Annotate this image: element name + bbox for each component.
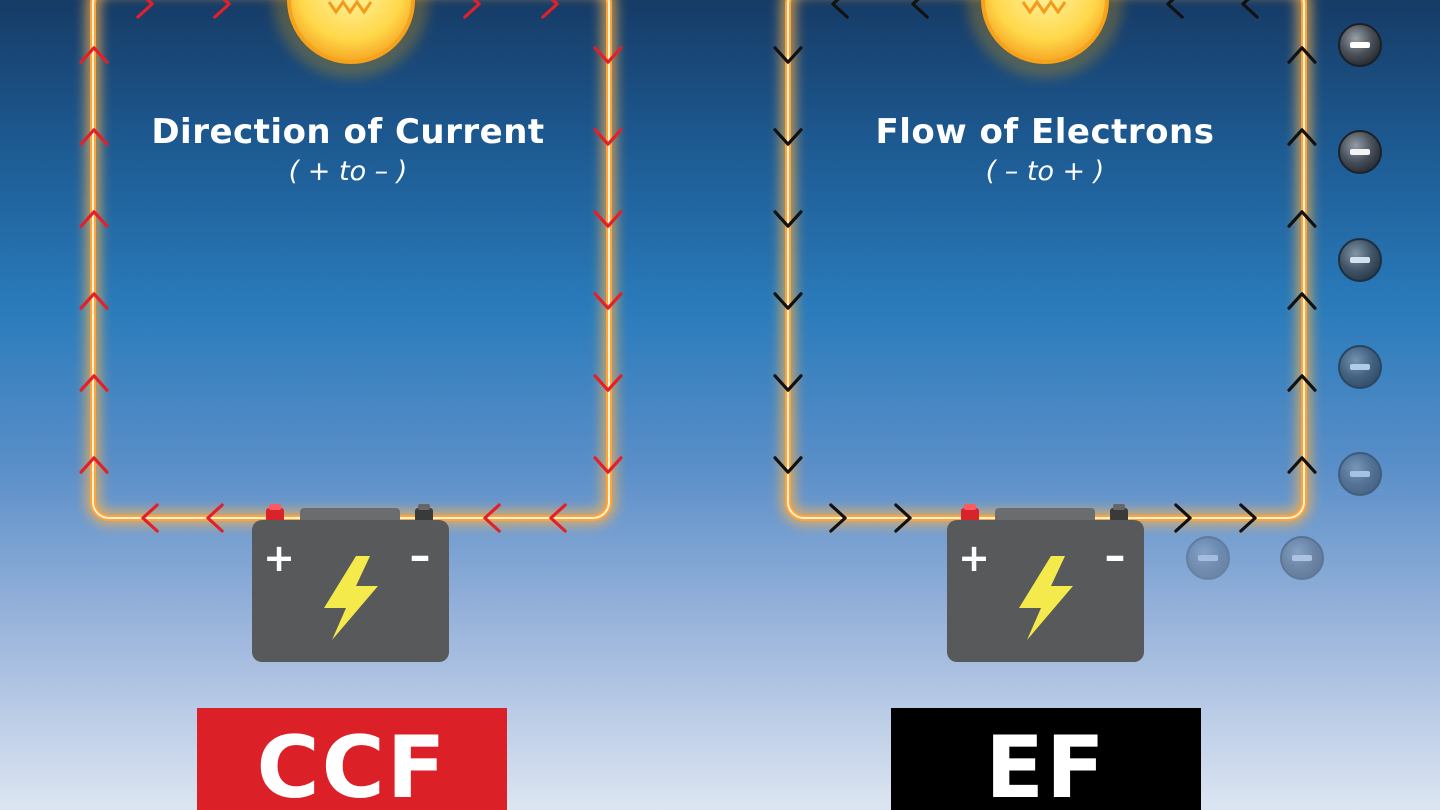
- bulb-filament-icon: [327, 0, 373, 15]
- electron-icon: [1338, 238, 1382, 282]
- flow-arrow-icon: [1287, 374, 1317, 392]
- flow-arrow-icon: [1287, 128, 1317, 146]
- flow-arrow-icon: [593, 46, 623, 64]
- negative-terminal-cap: [418, 504, 430, 510]
- flow-arrow-icon: [79, 456, 109, 474]
- electron-icon: [1338, 130, 1382, 174]
- electron-minus-symbol: [1350, 471, 1370, 477]
- electron-icon: [1338, 452, 1382, 496]
- flow-arrow-icon: [593, 128, 623, 146]
- flow-arrow-icon: [593, 456, 623, 474]
- positive-terminal-cap: [269, 504, 281, 510]
- electron-minus-symbol: [1198, 555, 1218, 561]
- flow-arrow-icon: [831, 0, 849, 19]
- flow-arrow-icon: [1239, 503, 1257, 533]
- ccf-circuit: +–: [79, 0, 623, 662]
- flow-arrow-icon: [1287, 210, 1317, 228]
- flow-arrow-icon: [593, 292, 623, 310]
- flow-arrow-icon: [213, 0, 231, 19]
- lightning-bolt-icon: [1019, 556, 1073, 640]
- electron-flow-subtitle: ( – to + ): [985, 156, 1105, 187]
- electron-minus-symbol: [1350, 364, 1370, 370]
- bulb-globe: [981, 0, 1109, 64]
- bulb-filament-icon: [1021, 0, 1067, 15]
- ccf-label-badge: CCF: [197, 708, 507, 810]
- negative-terminal: [415, 508, 433, 522]
- electron-stream: [1186, 23, 1382, 580]
- flow-arrow-icon: [1166, 0, 1184, 19]
- flow-arrow-icon: [1174, 503, 1192, 533]
- electron-icon: [1280, 536, 1324, 580]
- electron-icon: [1186, 536, 1230, 580]
- electron-minus-symbol: [1350, 149, 1370, 155]
- flow-arrow-icon: [463, 0, 481, 19]
- flow-arrow-icon: [79, 128, 109, 146]
- flow-arrow-icon: [894, 503, 912, 533]
- battery-positive-symbol: +: [263, 536, 295, 580]
- battery-icon: +–: [252, 504, 449, 662]
- electron-body: [1186, 536, 1230, 580]
- positive-terminal-cap: [964, 504, 976, 510]
- battery-icon: +–: [947, 504, 1144, 662]
- flow-arrow-icon: [483, 503, 501, 533]
- flow-arrow-icon: [206, 503, 224, 533]
- flow-arrow-icon: [79, 374, 109, 392]
- flow-arrow-icon: [541, 0, 559, 19]
- electron-body: [1280, 536, 1324, 580]
- electron-body: [1338, 452, 1382, 496]
- positive-terminal: [961, 508, 979, 522]
- electron-icon: [1338, 23, 1382, 67]
- flow-arrow-icon: [136, 0, 154, 19]
- electron-minus-symbol: [1350, 257, 1370, 263]
- battery-negative-symbol: –: [410, 531, 431, 580]
- flow-arrow-icon: [829, 503, 847, 533]
- flow-arrow-icon: [911, 0, 929, 19]
- bulb-globe: [287, 0, 415, 64]
- flow-arrow-icon: [773, 128, 803, 146]
- negative-terminal-cap: [1113, 504, 1125, 510]
- electron-icon: [1338, 345, 1382, 389]
- lightning-bolt-icon: [324, 556, 378, 640]
- flow-arrow-icon: [549, 503, 567, 533]
- flow-arrow-icon: [79, 210, 109, 228]
- flow-arrow-icon: [79, 46, 109, 64]
- flow-arrow-icon: [773, 210, 803, 228]
- electron-flow-title: Flow of Electrons: [875, 112, 1215, 152]
- electron-minus-symbol: [1292, 555, 1312, 561]
- flow-arrow-icon: [773, 374, 803, 392]
- current-direction-subtitle: ( + to – ): [288, 156, 408, 187]
- flow-arrow-icon: [593, 374, 623, 392]
- negative-terminal: [1110, 508, 1128, 522]
- ef-label-badge: EF: [891, 708, 1201, 810]
- flow-arrow-icon: [1287, 46, 1317, 64]
- battery-negative-symbol: –: [1105, 531, 1126, 580]
- flow-arrow-icon: [1241, 0, 1259, 19]
- positive-terminal: [266, 508, 284, 522]
- ef-circuit: +–: [773, 0, 1317, 662]
- flow-arrow-icon: [1287, 292, 1317, 310]
- flow-arrow-icon: [773, 46, 803, 64]
- light-bulb-icon: [967, 0, 1123, 78]
- electron-minus-symbol: [1350, 42, 1370, 48]
- light-bulb-icon: [273, 0, 429, 78]
- flow-arrow-icon: [773, 456, 803, 474]
- flow-arrow-icon: [773, 292, 803, 310]
- flow-arrow-icon: [593, 210, 623, 228]
- battery-positive-symbol: +: [958, 536, 990, 580]
- flow-arrow-icon: [141, 503, 159, 533]
- flow-arrow-icon: [1287, 456, 1317, 474]
- current-direction-title: Direction of Current: [151, 112, 545, 152]
- flow-arrow-icon: [79, 292, 109, 310]
